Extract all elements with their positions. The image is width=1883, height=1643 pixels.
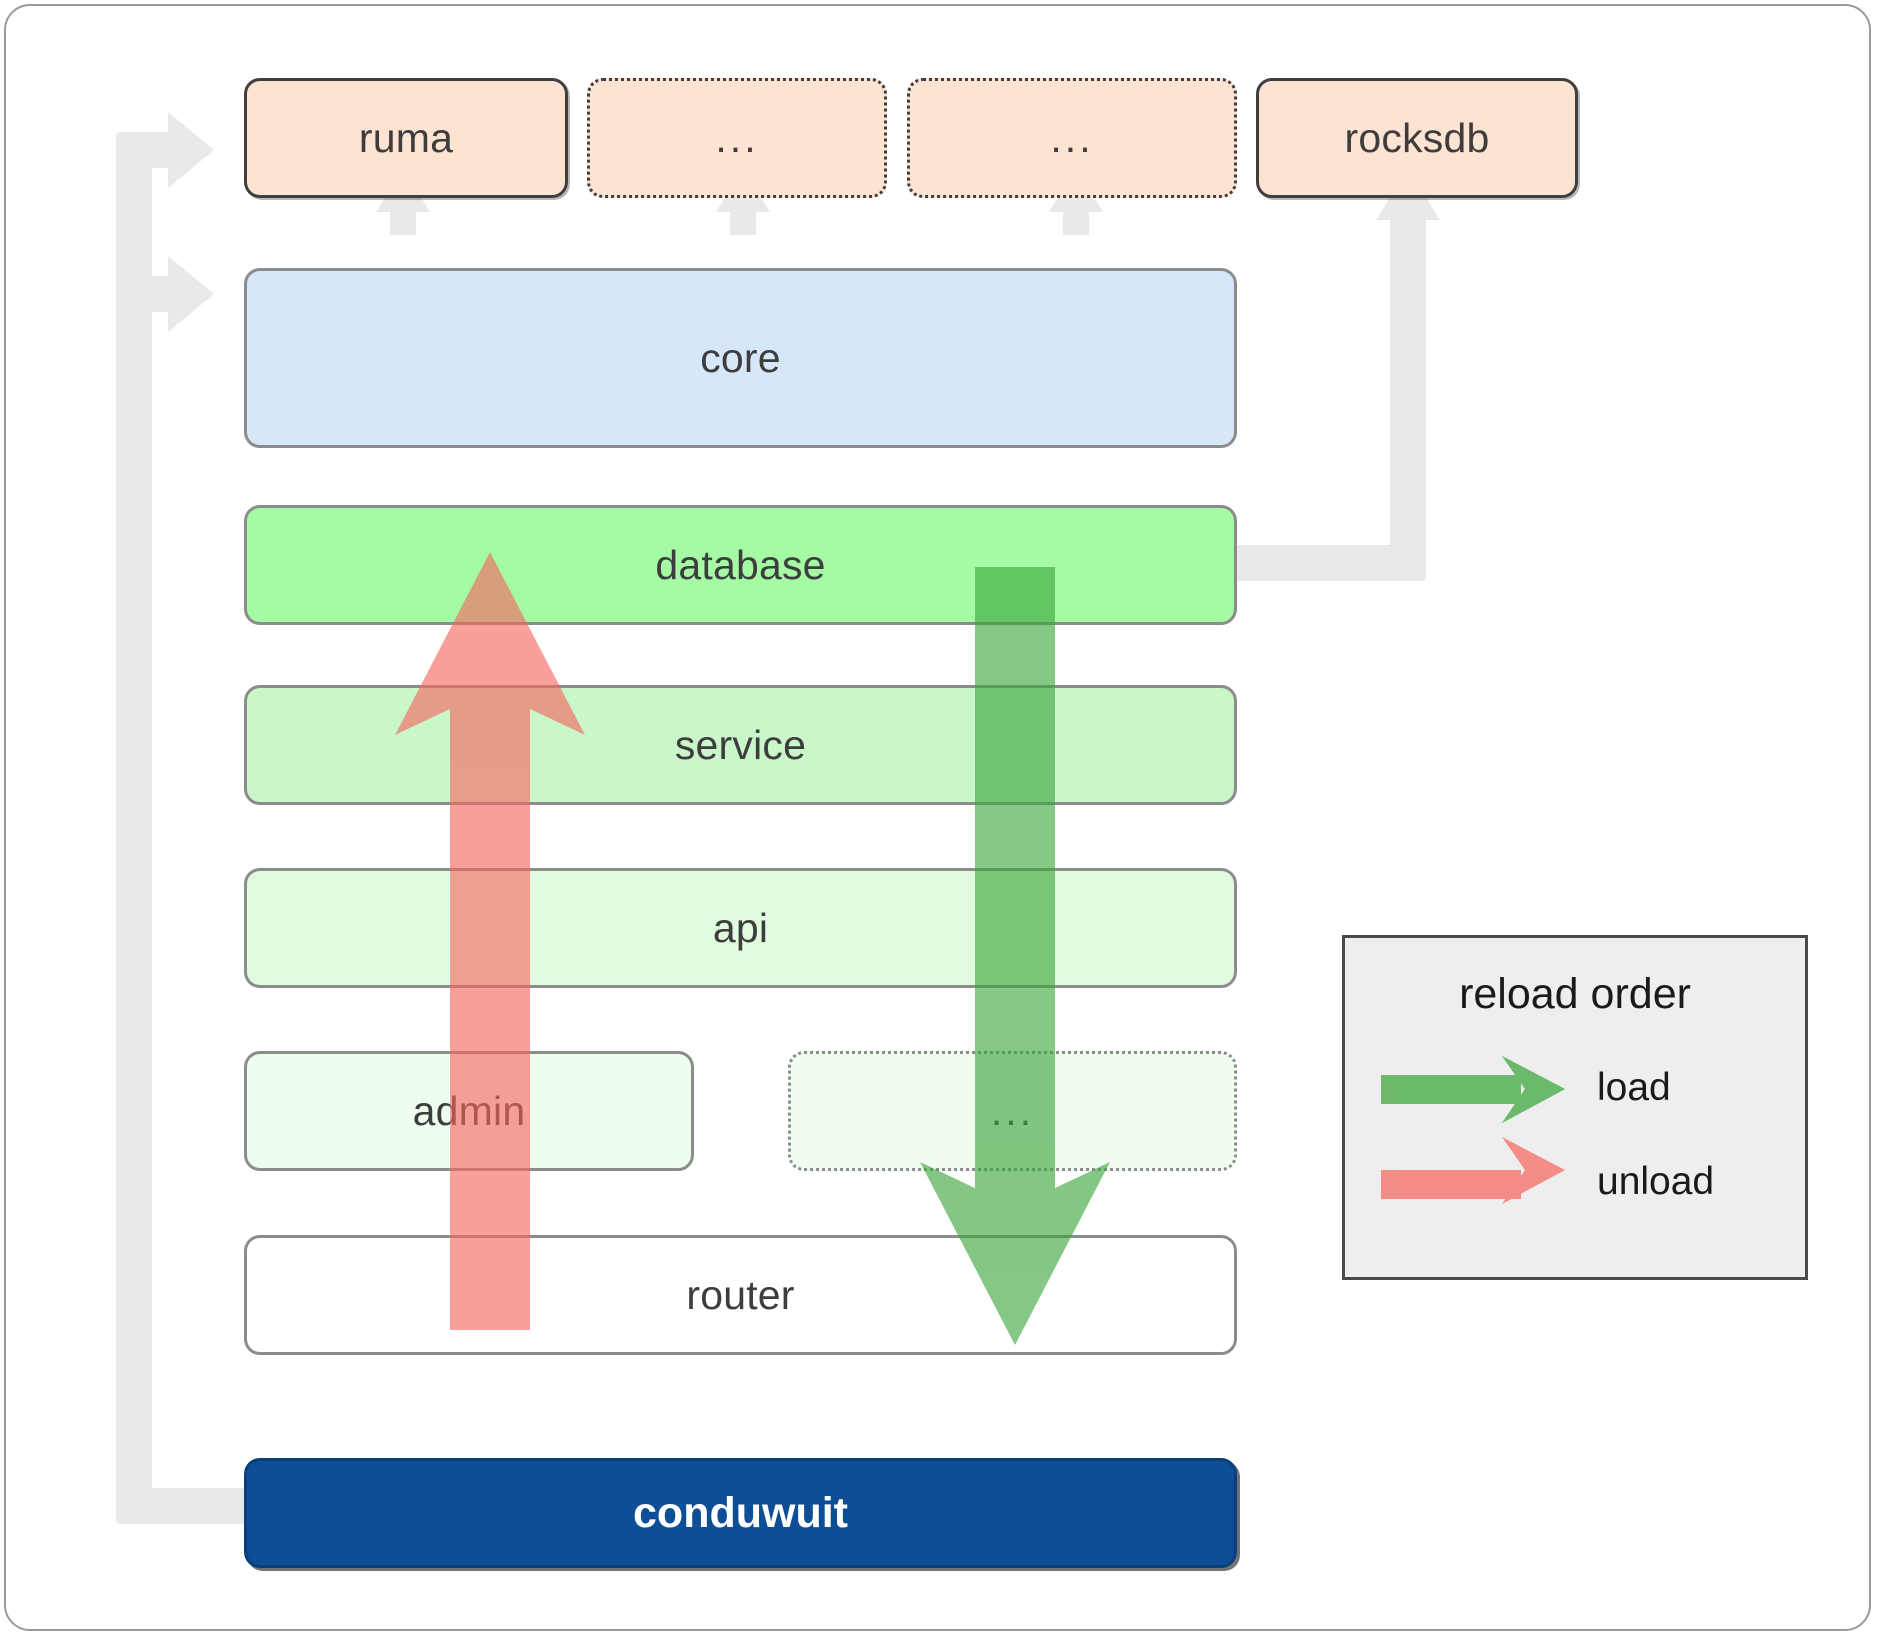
layer-node-core[interactable]: core — [244, 268, 1237, 448]
layer-label-placeholder: ... — [990, 1087, 1035, 1134]
dependency-label-placeholder-2: ... — [1050, 114, 1094, 161]
dependency-label-placeholder-1: ... — [715, 114, 759, 161]
dependency-label-ruma: ruma — [358, 114, 454, 161]
dependency-label-rocksdb: rocksdb — [1344, 114, 1490, 161]
layer-node-placeholder[interactable]: ... — [788, 1051, 1237, 1171]
legend-panel: reload order load unload — [1342, 935, 1808, 1280]
diagram-frame — [4, 4, 1871, 1631]
layer-node-service[interactable]: service — [244, 685, 1237, 805]
layer-node-api[interactable]: api — [244, 868, 1237, 988]
legend-title: reload order — [1459, 970, 1691, 1018]
layer-node-admin[interactable]: admin — [244, 1051, 694, 1171]
layer-label-database: database — [655, 541, 826, 588]
layer-label-api: api — [712, 904, 769, 951]
legend-swatch-load — [1381, 1056, 1565, 1123]
dependency-node-placeholder-2[interactable]: ... — [907, 78, 1237, 198]
root-label-conduwuit: conduwuit — [633, 1488, 848, 1537]
legend-label-unload: unload — [1597, 1160, 1715, 1203]
layer-label-service: service — [674, 721, 807, 768]
legend-label-load: load — [1597, 1066, 1671, 1109]
layer-label-admin: admin — [412, 1087, 526, 1134]
root-node-conduwuit[interactable]: conduwuit — [244, 1458, 1237, 1568]
layer-node-router[interactable]: router — [244, 1235, 1237, 1355]
dependency-node-ruma[interactable]: ruma — [244, 78, 568, 198]
dependency-node-rocksdb[interactable]: rocksdb — [1256, 78, 1578, 198]
layer-label-router: router — [686, 1271, 795, 1318]
layer-label-core: core — [700, 334, 781, 381]
dependency-node-placeholder-1[interactable]: ... — [587, 78, 887, 198]
legend-arrow-swatches — [1381, 1056, 1565, 1204]
layer-node-database[interactable]: database — [244, 505, 1237, 625]
legend-swatch-unload — [1381, 1137, 1565, 1204]
